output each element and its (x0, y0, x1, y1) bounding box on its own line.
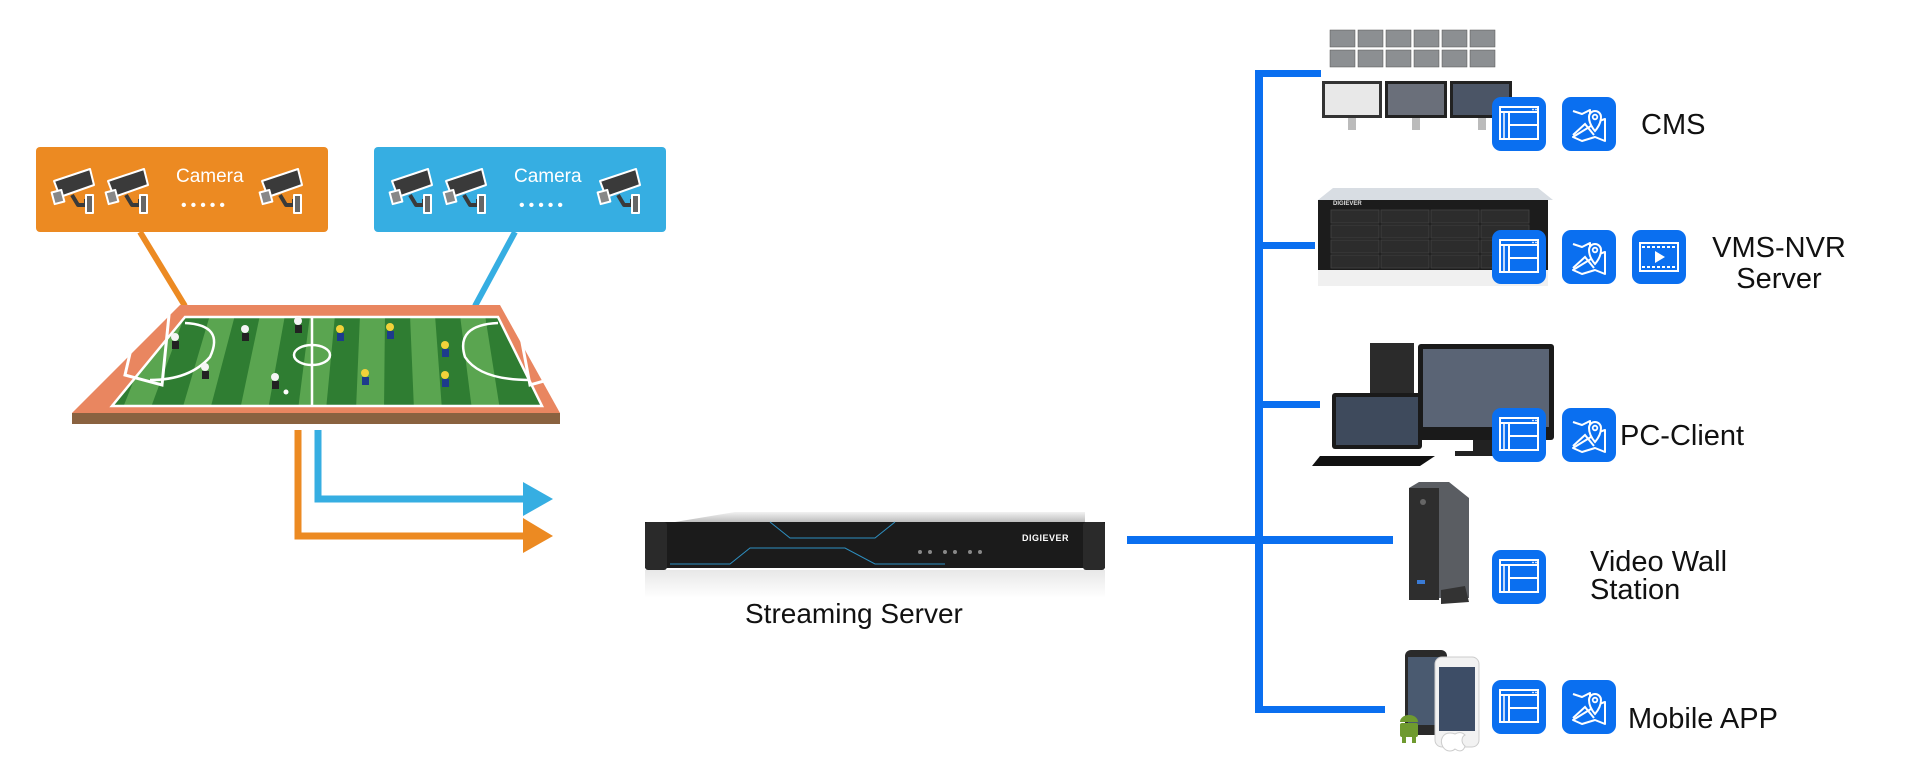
layout-icon (1492, 680, 1546, 734)
players-team-white (171, 317, 302, 395)
orange-feed-arrow-line (294, 430, 535, 540)
orange-feed-arrowhead (523, 518, 553, 553)
video-play-icon (1632, 230, 1686, 284)
client-label-line: Server (1736, 263, 1822, 295)
nvr-brand-logo: DIGIEVER (1333, 201, 1362, 207)
apple-icon (1440, 732, 1466, 752)
server-brand-logo: DIGIEVER (1022, 533, 1070, 543)
server-uplink-line (1127, 536, 1263, 544)
blue-callout-line (472, 230, 518, 308)
client-label-pc-client: PC-Client (1620, 420, 1745, 452)
client-label-cms: CMS (1641, 109, 1706, 141)
camera-group-orange: Camera ••••• (36, 147, 328, 232)
mobile-devices (1400, 650, 1480, 752)
camera-ellipsis: ••••• (519, 197, 568, 214)
client-label-vms-nvr: VMS-NVR Server (1704, 233, 1854, 295)
android-icon (1400, 715, 1418, 743)
orange-callout-line (137, 230, 188, 308)
camera-ellipsis: ••••• (181, 197, 230, 214)
branch-pc-client (1255, 401, 1320, 408)
client-label-line: Station (1590, 574, 1681, 606)
client-label-line: Video Wall (1590, 546, 1728, 578)
blue-feed-arrow-line (314, 430, 535, 503)
camera-group-blue: Camera ••••• (374, 147, 666, 232)
blue-feed-arrowhead (523, 482, 553, 516)
soccer-field (72, 303, 567, 424)
map-pin-icon (1562, 230, 1616, 284)
branch-video-wall (1255, 536, 1393, 544)
client-label-mobile-app: Mobile APP (1628, 703, 1778, 735)
players-team-yellow (336, 323, 449, 387)
client-label-line: VMS-NVR (1712, 232, 1846, 264)
map-pin-icon (1562, 97, 1616, 151)
client-label-video-wall: Video Wall Station (1590, 546, 1728, 606)
streaming-server-device: DIGIEVER (645, 508, 1115, 598)
layout-icon (1492, 97, 1546, 151)
layout-icon (1492, 408, 1546, 462)
streaming-server-label: Streaming Server (745, 598, 963, 629)
map-pin-icon (1562, 408, 1616, 462)
branch-vms-nvr (1255, 242, 1315, 249)
layout-icon (1492, 230, 1546, 284)
camera-feed-connectors (137, 230, 553, 553)
layout-icon (1492, 550, 1546, 604)
distribution-trunk-line (1255, 70, 1263, 713)
map-pin-icon (1562, 680, 1616, 734)
camera-label: Camera (514, 166, 582, 187)
video-wall-station-device (1409, 482, 1469, 604)
branch-mobile-app (1255, 706, 1385, 713)
cms-video-wall-device (1322, 29, 1512, 130)
camera-label: Camera (176, 166, 244, 187)
branch-cms (1255, 70, 1321, 77)
